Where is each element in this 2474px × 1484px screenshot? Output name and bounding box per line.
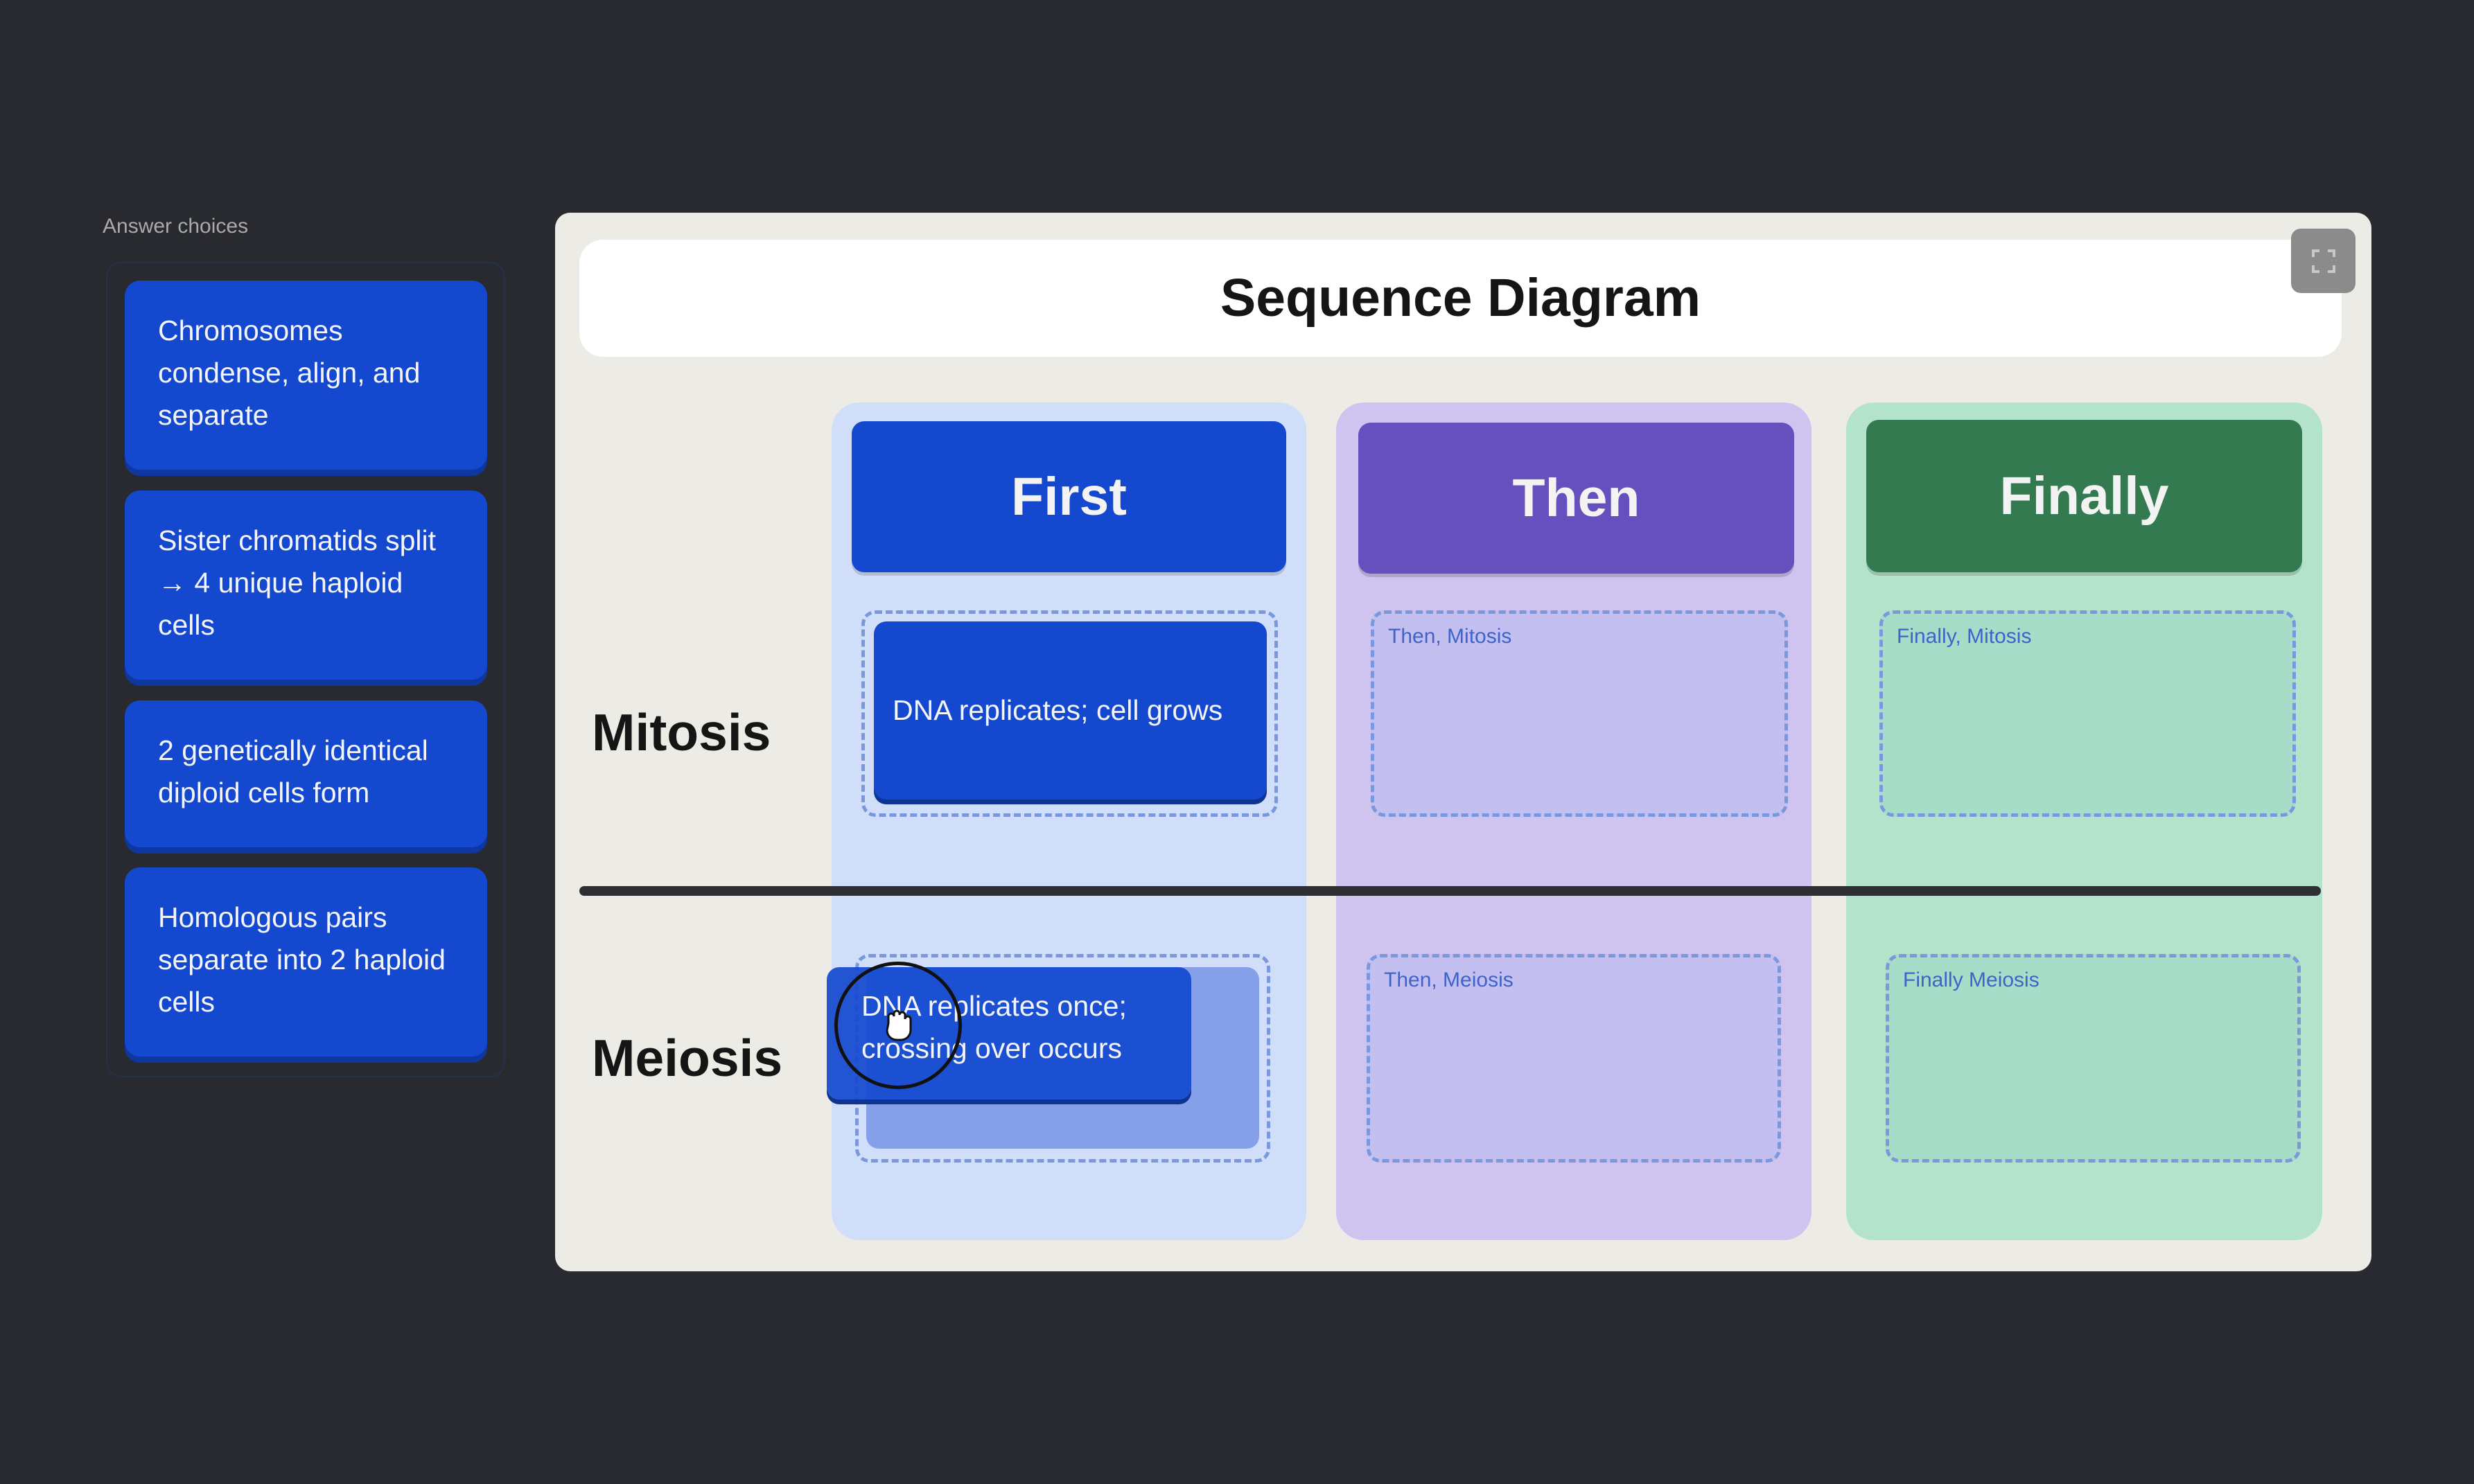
drop-zone-finally-mitosis[interactable]: Finally, Mitosis (1879, 610, 2296, 817)
answer-choice-card[interactable]: 2 genetically identical diploid cells fo… (125, 700, 487, 847)
diagram-title: Sequence Diagram (579, 240, 2342, 357)
drop-zone-then-mitosis[interactable]: Then, Mitosis (1371, 610, 1788, 817)
row-label-mitosis: Mitosis (592, 703, 771, 761)
answer-choices-label: Answer choices (103, 215, 249, 238)
answer-choices-panel: Chromosomes condense, align, and separat… (106, 262, 505, 1077)
drop-zone-first-mitosis[interactable] (861, 610, 1278, 817)
row-label-meiosis: Meiosis (592, 1029, 783, 1087)
answer-choice-card[interactable]: Sister chromatids split → 4 unique haplo… (125, 491, 487, 680)
column-header-first: First (852, 421, 1286, 572)
answer-choice-card[interactable]: Homologous pairs separate into 2 haploid… (125, 867, 487, 1057)
placed-card[interactable]: DNA replicates; cell grows (874, 621, 1267, 800)
grab-cursor-icon (884, 1009, 912, 1045)
column-header-finally: Finally (1866, 420, 2302, 572)
answer-choice-card[interactable]: Chromosomes condense, align, and separat… (125, 281, 487, 470)
cursor-highlight-ring (834, 962, 962, 1089)
row-divider (579, 886, 2321, 896)
fullscreen-button[interactable] (2291, 229, 2355, 293)
column-header-then: Then (1358, 423, 1794, 574)
drop-zone-then-meiosis[interactable]: Then, Meiosis (1367, 954, 1781, 1163)
drop-zone-finally-meiosis[interactable]: Finally Meiosis (1886, 954, 2301, 1163)
fullscreen-icon (2311, 249, 2335, 273)
